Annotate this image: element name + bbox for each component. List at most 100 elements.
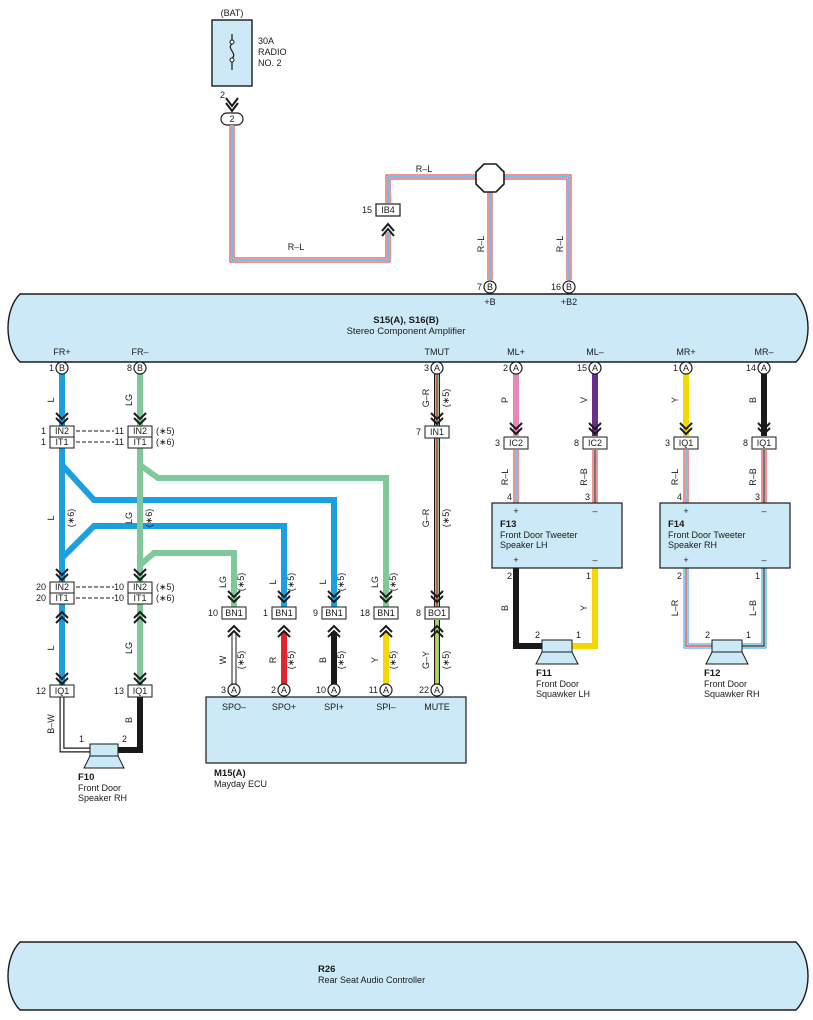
svg-text:B: B	[137, 363, 143, 373]
svg-text:BN1: BN1	[325, 608, 343, 618]
svg-text:1: 1	[41, 426, 46, 436]
svg-text:(∗5): (∗5)	[156, 426, 175, 436]
svg-text:BO1: BO1	[428, 608, 446, 618]
svg-text:15: 15	[362, 205, 372, 215]
svg-text:A: A	[513, 363, 519, 373]
amplifier-panel	[7, 293, 809, 363]
svg-text:L: L	[46, 515, 56, 520]
battery-fuse: (BAT) 30A RADIO NO. 2 2 2	[211, 8, 287, 126]
svg-text:IT1: IT1	[133, 593, 146, 603]
svg-text:15: 15	[577, 363, 587, 373]
amp-top-pin-b: B 7 +B	[477, 280, 497, 307]
svg-text:(∗5): (∗5)	[441, 651, 451, 670]
svg-text:–: –	[761, 555, 766, 565]
svg-text:IN2: IN2	[133, 426, 147, 436]
svg-text:+: +	[683, 506, 688, 516]
svg-text:(∗5): (∗5)	[388, 651, 398, 670]
svg-text:2: 2	[507, 571, 512, 581]
fuse-connector-pin: 2	[229, 114, 234, 124]
svg-text:IN2: IN2	[55, 426, 69, 436]
svg-text:W: W	[218, 655, 228, 664]
svg-text:+: +	[683, 555, 688, 565]
svg-text:11: 11	[115, 426, 124, 436]
svg-text:Front Door: Front Door	[78, 783, 121, 793]
svg-text:(∗5): (∗5)	[441, 389, 451, 408]
svg-text:1: 1	[263, 608, 268, 618]
svg-text:LG: LG	[124, 642, 134, 654]
r26-panel	[7, 941, 809, 1011]
svg-text:IT1: IT1	[133, 437, 146, 447]
svg-text:(∗5): (∗5)	[441, 509, 451, 528]
svg-text:1: 1	[746, 630, 751, 640]
chevrons	[55, 412, 771, 686]
svg-text:B: B	[487, 282, 493, 292]
svg-text:IC2: IC2	[588, 438, 602, 448]
svg-text:SPI+: SPI+	[324, 702, 344, 712]
fuse-name-2: NO. 2	[258, 58, 282, 68]
svg-text:(∗5): (∗5)	[286, 651, 296, 670]
svg-text:9: 9	[313, 608, 318, 618]
svg-text:Front Door: Front Door	[536, 679, 579, 689]
svg-text:1: 1	[755, 571, 760, 581]
svg-text:18: 18	[360, 608, 370, 618]
svg-text:IN1: IN1	[430, 427, 444, 437]
svg-text:2: 2	[705, 630, 710, 640]
svg-text:M15(A): M15(A)	[214, 768, 246, 779]
svg-text:LG: LG	[124, 512, 134, 524]
svg-text:IQ1: IQ1	[757, 438, 772, 448]
svg-text:20: 20	[36, 582, 46, 592]
svg-text:Speaker RH: Speaker RH	[668, 540, 717, 550]
wires-layer	[59, 374, 767, 753]
svg-text:(∗5): (∗5)	[236, 573, 246, 592]
svg-text:ML+: ML+	[507, 347, 525, 357]
svg-text:3: 3	[755, 492, 760, 502]
svg-text:L: L	[46, 397, 56, 402]
svg-text:3: 3	[221, 685, 226, 695]
f14-tweeter-speaker-rh: 4 3 + – F14 Front Door Tweeter Speaker R…	[659, 492, 791, 581]
svg-text:F10: F10	[78, 772, 94, 783]
svg-text:R–B: R–B	[748, 468, 758, 486]
svg-text:2: 2	[535, 630, 540, 640]
connector-ib4: IB4 15	[362, 203, 401, 237]
svg-text:A: A	[683, 363, 689, 373]
amplifier-name: Stereo Component Amplifier	[347, 326, 466, 337]
svg-text:IN2: IN2	[133, 582, 147, 592]
svg-text:(∗5): (∗5)	[388, 573, 398, 592]
svg-text:BN1: BN1	[275, 608, 293, 618]
svg-text:13: 13	[114, 686, 124, 696]
svg-text:Y: Y	[370, 657, 380, 663]
svg-text:IT1: IT1	[55, 437, 68, 447]
svg-text:B–W: B–W	[46, 714, 56, 734]
svg-text:(∗5): (∗5)	[336, 651, 346, 670]
svg-text:20: 20	[36, 593, 46, 603]
svg-text:LG: LG	[124, 394, 134, 406]
svg-text:SPO–: SPO–	[222, 702, 246, 712]
svg-text:Speaker LH: Speaker LH	[500, 540, 548, 550]
svg-text:L–B: L–B	[748, 600, 758, 616]
fuse-pin: 2	[220, 90, 225, 100]
svg-text:G–R: G–R	[421, 388, 431, 407]
svg-text:FR–: FR–	[131, 347, 148, 357]
svg-text:1: 1	[49, 363, 54, 373]
svg-text:+: +	[513, 555, 518, 565]
svg-text:G–R: G–R	[421, 508, 431, 527]
svg-text:+B2: +B2	[561, 297, 577, 307]
svg-text:B: B	[318, 657, 328, 663]
svg-text:1: 1	[576, 630, 581, 640]
svg-text:(∗6): (∗6)	[144, 509, 154, 528]
svg-text:7: 7	[416, 427, 421, 437]
f13-tweeter-speaker-lh: 4 3 + – F13 Front Door Tweeter Speaker L…	[491, 492, 623, 581]
svg-text:8: 8	[416, 608, 421, 618]
svg-text:F11: F11	[536, 668, 553, 679]
svg-text:MUTE: MUTE	[424, 702, 450, 712]
svg-text:IC2: IC2	[509, 438, 523, 448]
svg-text:R–L: R–L	[670, 469, 680, 486]
svg-text:L–R: L–R	[670, 599, 680, 616]
f10-speaker-rh: 1 2 F10 Front Door Speaker RH	[78, 734, 127, 803]
amp-bottom-terminals: FR+ FR– TMUT ML+ ML– MR+ MR–	[53, 347, 773, 357]
f11-squawker-lh: 2 1 F11 Front Door Squawker LH	[535, 630, 590, 699]
svg-text:F14: F14	[668, 519, 685, 530]
svg-text:BN1: BN1	[377, 608, 395, 618]
